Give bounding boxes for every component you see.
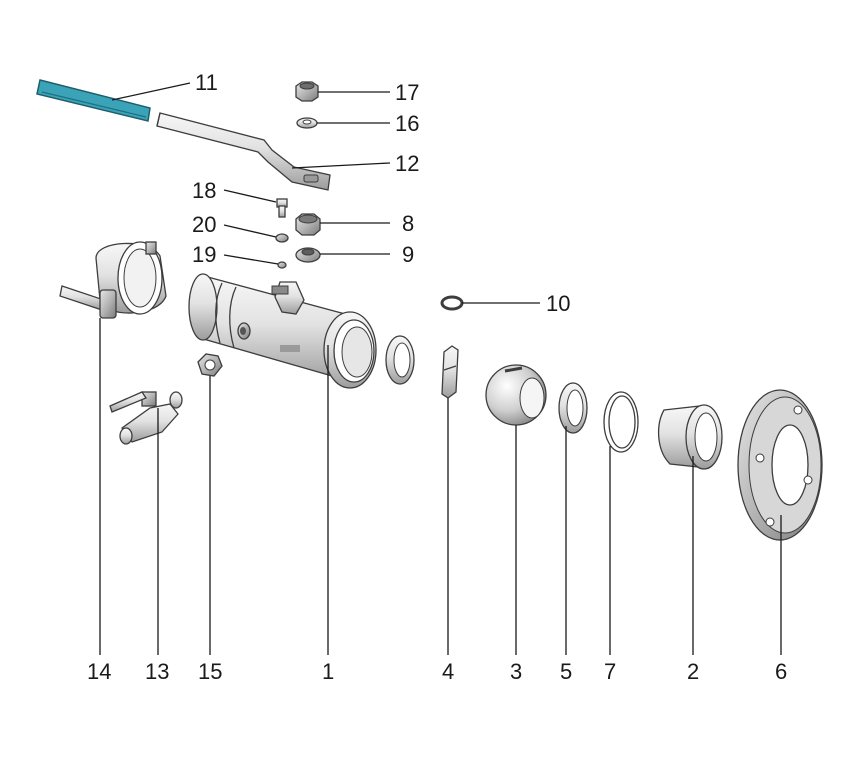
- part-14-clamp: [59, 241, 167, 319]
- part-9-packing-nut: [295, 247, 321, 263]
- part-7-gasket: [603, 391, 639, 453]
- label-part-18: 18: [192, 178, 217, 203]
- part-19-ring: [277, 261, 287, 269]
- leader-12: [291, 162, 391, 169]
- seat-ring-left: [385, 335, 415, 385]
- part-17-nut: [295, 81, 319, 102]
- part-5-seat: [558, 382, 588, 434]
- part-8-gland-nut: [295, 213, 321, 236]
- label-part-15: 15: [198, 659, 223, 684]
- label-part-14: 14: [87, 659, 112, 684]
- label-part-13: 13: [145, 659, 170, 684]
- label-part-19: 19: [192, 242, 217, 267]
- leader-lines: [99, 82, 782, 655]
- part-10-o-ring: [440, 295, 464, 311]
- leader-20: [223, 224, 277, 238]
- label-part-1: 1: [322, 659, 335, 684]
- part-12-lever-handle: [156, 112, 331, 191]
- label-part-20: 20: [192, 212, 217, 237]
- label-part-2: 2: [687, 659, 700, 684]
- label-part-4: 4: [442, 659, 455, 684]
- part-1-valve-body: [188, 273, 377, 389]
- leader-18: [223, 189, 277, 203]
- label-part-5: 5: [560, 659, 573, 684]
- part-20-small-washer: [275, 233, 289, 243]
- label-part-11: 11: [195, 70, 218, 95]
- label-part-9: 9: [402, 242, 415, 267]
- part-4-stem: [441, 345, 459, 399]
- label-part-6: 6: [775, 659, 788, 684]
- label-part-8: 8: [402, 211, 415, 236]
- part-13-small-valve: [109, 391, 183, 445]
- part-18-bolt: [276, 198, 288, 218]
- label-part-10: 10: [546, 291, 571, 316]
- label-part-7: 7: [604, 659, 617, 684]
- leader-19: [223, 254, 279, 265]
- label-part-16: 16: [395, 111, 420, 136]
- part-15-hex-nut: [197, 353, 223, 377]
- part-6-flange: [737, 389, 823, 541]
- part-16-washer: [296, 117, 318, 129]
- label-part-12: 12: [395, 151, 420, 176]
- part-11-handle-grip: [36, 79, 151, 122]
- label-part-17: 17: [395, 80, 420, 105]
- label-part-3: 3: [510, 659, 523, 684]
- leader-11: [111, 82, 191, 101]
- part-2-end-connector: [658, 404, 723, 470]
- part-3-ball: [485, 364, 547, 426]
